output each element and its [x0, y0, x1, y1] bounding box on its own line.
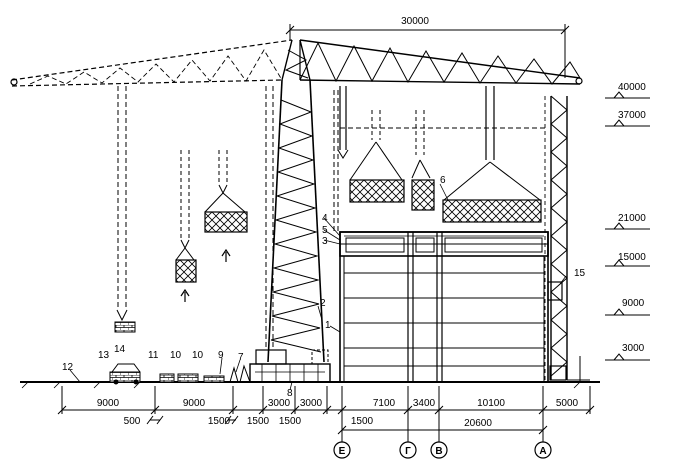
- callout-7: 7: [238, 352, 244, 363]
- callout-15: 15: [574, 268, 586, 279]
- dim-20600: 20600: [464, 418, 492, 429]
- top-dim-line: [285, 24, 570, 78]
- callout-4: 4: [322, 213, 328, 224]
- dim-3000-b: 3000: [300, 398, 323, 409]
- callout-13: 13: [98, 350, 110, 361]
- elevation-21000: 21000: [618, 213, 646, 224]
- callout-3: 3: [322, 236, 328, 247]
- load-over-building-1: [349, 110, 405, 203]
- elevation-40000: 40000: [618, 82, 646, 93]
- dim-1500-d: 1500: [351, 416, 374, 427]
- hook-left-building: [337, 86, 349, 159]
- dim-7100: 7100: [373, 398, 396, 409]
- load-center-left: [204, 150, 248, 262]
- callout-14: 14: [114, 344, 126, 355]
- callout-5: 5: [322, 225, 328, 236]
- axis-v: В: [435, 446, 442, 457]
- elevation-37000: 37000: [618, 110, 646, 121]
- load-far-left: [114, 309, 136, 333]
- bottom-dim-chain: [57, 386, 595, 446]
- dim-3400: 3400: [413, 398, 436, 409]
- callout-12: 12: [62, 362, 74, 373]
- load-over-building-2: [411, 110, 435, 211]
- dim-10100: 10100: [477, 398, 505, 409]
- load-mid-left: [175, 150, 197, 302]
- axis-a: А: [539, 446, 546, 457]
- dim-1500-c: 1500: [279, 416, 302, 427]
- callout-6: 6: [440, 175, 446, 186]
- top-dimension-label: 30000: [401, 16, 429, 27]
- dim-5000: 5000: [556, 398, 579, 409]
- callout-10-a: 10: [170, 350, 182, 361]
- dim-1500-a: 1500: [208, 416, 231, 427]
- elevation-3000: 3000: [622, 343, 645, 354]
- dim-500: 500: [124, 416, 141, 427]
- axis-g: Г: [405, 446, 411, 457]
- crane-mast: [249, 39, 331, 383]
- callout-9: 9: [218, 350, 224, 361]
- dim-3000-a: 3000: [268, 398, 291, 409]
- axis-e: Е: [339, 446, 346, 457]
- elevation-9000: 9000: [622, 298, 645, 309]
- dim-1500-b: 1500: [247, 416, 270, 427]
- callout-2: 2: [320, 298, 326, 309]
- dim-9000-b: 9000: [183, 398, 206, 409]
- load-over-building-3: [442, 86, 542, 223]
- callout-1: 1: [325, 320, 331, 331]
- callout-10-b: 10: [192, 350, 204, 361]
- elevation-15000: 15000: [618, 252, 646, 263]
- right-mast: [544, 95, 590, 382]
- crane-jib-dashed: [10, 39, 293, 350]
- ground-hatch: [21, 381, 581, 389]
- callout-8: 8: [287, 388, 293, 399]
- elevation-marks: [605, 91, 650, 361]
- callout-11: 11: [148, 350, 159, 361]
- axis-bubbles: [333, 441, 552, 459]
- building-frame: [339, 231, 549, 383]
- ground-materials: [109, 363, 251, 385]
- dim-9000-a: 9000: [97, 398, 120, 409]
- callout-leaders: [69, 183, 567, 391]
- crane-jib: [299, 39, 583, 85]
